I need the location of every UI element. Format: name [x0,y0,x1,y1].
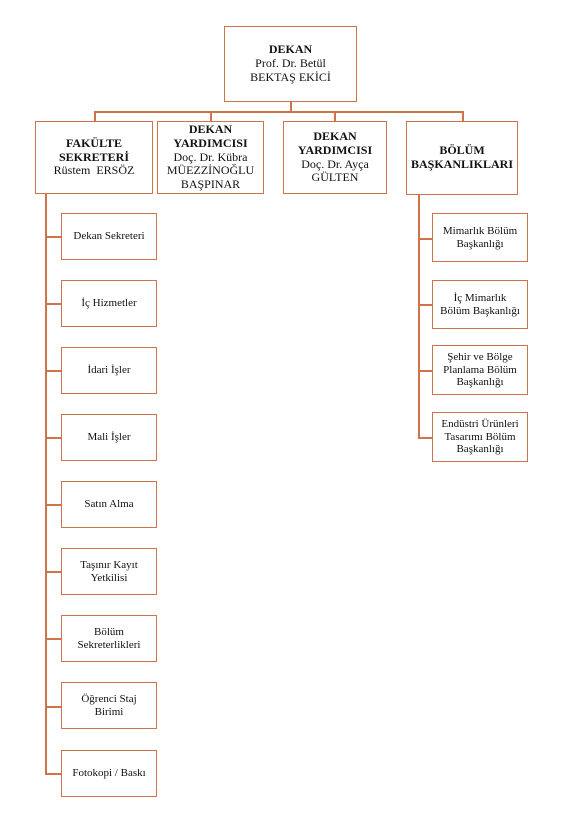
secretary-unit-branch [45,504,61,506]
secretary-unit-branch [45,638,61,640]
vice-dean-2-title-line1: DEKAN [313,128,357,143]
dean-name-line1: Prof. Dr. Betül [255,56,326,71]
secretary-unit-label-line1: İç Hizmetler [81,297,137,310]
secretary-unit-box: Satın Alma [61,481,157,528]
secretary-unit-branch [45,773,61,775]
secretary-unit-label-line1: Dekan Sekreteri [73,230,145,243]
secretary-unit-label-line1: Taşınır Kayıt [80,558,138,571]
secretary-unit-label-line1: Bölüm [94,625,124,638]
department-box: Şehir ve Bölge Planlama Bölüm Başkanlığı [432,345,528,395]
secretary-unit-label-line2: Sekreterlikleri [77,638,141,651]
department-heads-title-line2: BAŞKANLIKLARI [410,157,514,171]
secretary-unit-branch [45,236,61,238]
department-box: İç Mimarlık Bölüm Başkanlığı [432,280,528,329]
vice-dean-2-box: DEKAN YARDIMCISI Doç. Dr. Ayça GÜLTEN [283,121,387,194]
faculty-secretary-name: Rüstem ERSÖZ [53,163,135,178]
vice-dean-1-connector [210,111,212,121]
secretary-unit-label-line1: Fotokopi / Baskı [72,767,146,780]
vice-dean-2-title-line2: YARDIMCISI [297,142,373,157]
secretary-unit-box: Taşınır Kayıt Yetkilisi [61,548,157,595]
secretary-unit-branch [45,303,61,305]
department-label-line2: Bölüm Başkanlığı [440,304,520,317]
vice-dean-1-title-line2: YARDIMCISI [173,135,248,150]
secretary-unit-box: İdari İşler [61,347,157,394]
department-label-line2: Başkanlığı [456,237,504,250]
department-label-line1: Şehir ve Bölge [447,351,513,364]
dean-name-line2: BEKTAŞ EKİCİ [250,69,331,84]
secretary-unit-box: Öğrenci Staj Birimi [61,682,157,729]
faculty-secretary-box: FAKÜLTE SEKRETERİ Rüstem ERSÖZ [35,121,153,194]
department-label-line3: Başkanlığı [456,443,504,456]
department-label-line3: Başkanlığı [456,376,504,389]
vice-dean-1-title-line1: DEKAN [188,122,233,136]
department-label-line1: Mimarlık Bölüm [442,224,518,237]
secretary-unit-box: Fotokopi / Baskı [61,750,157,797]
secretary-unit-label-line1: Mali İşler [87,431,131,444]
departments-vertical-spine [418,195,420,438]
dean-title: DEKAN [268,42,313,57]
top-level-horizontal-connector [94,111,463,113]
faculty-secretary-title-line1: FAKÜLTE [65,135,122,150]
secretary-unit-branch [45,571,61,573]
secretary-unit-box: Mali İşler [61,414,157,461]
dean-down-connector [290,102,292,112]
vice-dean-1-name-line1: Doç. Dr. Kübra [173,149,248,164]
department-label-line2: Planlama Bölüm [443,363,517,376]
secretary-unit-label-line1: Satın Alma [84,498,134,511]
vice-dean-1-name-line2: MÜEZZİNOĞLU [166,163,255,178]
department-branch [418,437,432,439]
department-label-line1: Endüstri Ürünleri [441,418,519,431]
secretary-unit-branch [45,370,61,372]
department-box: Mimarlık Bölüm Başkanlığı [432,213,528,262]
secretary-unit-label-line2: Yetkilisi [90,571,128,584]
department-heads-box: BÖLÜM BAŞKANLIKLARI [406,121,518,195]
secretary-unit-box: İç Hizmetler [61,280,157,327]
secretary-unit-label-line2: Birimi [94,705,124,718]
department-heads-title-line1: BÖLÜM [439,143,485,158]
vice-dean-1-box: DEKAN YARDIMCISI Doç. Dr. Kübra MÜEZZİNO… [157,121,264,194]
faculty-secretary-title-line2: SEKRETERİ [58,149,130,164]
department-box: Endüstri Ürünleri Tasarımı Bölüm Başkanl… [432,412,528,462]
dean-box: DEKAN Prof. Dr. Betül BEKTAŞ EKİCİ [224,26,357,102]
vice-dean-2-connector [334,111,336,121]
secretary-unit-label-line1: Öğrenci Staj [81,692,137,705]
secretary-unit-branch [45,437,61,439]
department-branch [418,238,432,240]
secretary-vertical-spine [45,194,47,773]
faculty-secretary-connector [94,111,96,121]
vice-dean-2-name-line2: GÜLTEN [311,170,359,185]
secretary-unit-box: Bölüm Sekreterlikleri [61,615,157,662]
department-label-line1: İç Mimarlık [453,291,507,304]
secretary-unit-box: Dekan Sekreteri [61,213,157,260]
department-label-line2: Tasarımı Bölüm [444,430,516,443]
department-branch [418,370,432,372]
secretary-unit-branch [45,706,61,708]
secretary-unit-label-line1: İdari İşler [87,364,131,377]
vice-dean-2-name-line1: Doç. Dr. Ayça [301,156,369,171]
vice-dean-1-name-line3: BAŞPINAR [180,177,241,192]
department-heads-connector [462,111,464,121]
department-branch [418,304,432,306]
